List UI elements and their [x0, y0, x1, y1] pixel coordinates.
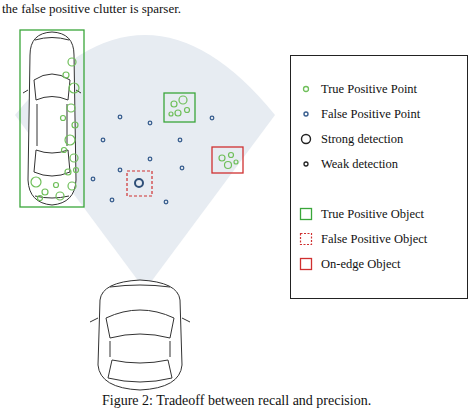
legend-sample	[299, 257, 313, 271]
legend-entry: On-edge Object	[299, 254, 400, 274]
legend-entry: True Positive Point	[299, 79, 417, 99]
false-positive-points	[91, 115, 214, 204]
legend-sample	[299, 157, 313, 171]
legend-text: Weak detection	[321, 157, 398, 172]
ego-car	[90, 280, 190, 390]
legend: True Positive PointFalse Positive PointS…	[290, 55, 468, 299]
true-positive-points	[31, 58, 238, 201]
on-edge-object-box	[212, 147, 243, 173]
legend-entry: False Positive Point	[299, 104, 420, 124]
legend-sample	[299, 82, 313, 96]
legend-text: True Positive Point	[321, 82, 417, 97]
legend-text: False Positive Object	[321, 232, 427, 247]
legend-entry: True Positive Object	[299, 204, 424, 224]
legend-sample	[299, 207, 313, 221]
legend-entry: Strong detection	[299, 129, 403, 149]
legend-sample	[299, 132, 313, 146]
false-positive-object-box	[127, 171, 152, 196]
legend-text: Strong detection	[321, 132, 403, 147]
legend-entry: False Positive Object	[299, 229, 427, 249]
legend-text: True Positive Object	[321, 207, 424, 222]
figure-caption: Figure 2: Tradeoff between recall and pr…	[102, 393, 371, 409]
legend-text: False Positive Point	[321, 107, 420, 122]
true-positive-object-box	[20, 30, 84, 207]
note-text: the false positive clutter is sparser.	[2, 1, 181, 17]
true-positive-object-box	[164, 93, 195, 122]
legend-sample	[299, 107, 313, 121]
legend-entry: Weak detection	[299, 154, 398, 174]
legend-text: On-edge Object	[321, 257, 400, 272]
car-left	[23, 32, 81, 205]
legend-sample	[299, 232, 313, 246]
